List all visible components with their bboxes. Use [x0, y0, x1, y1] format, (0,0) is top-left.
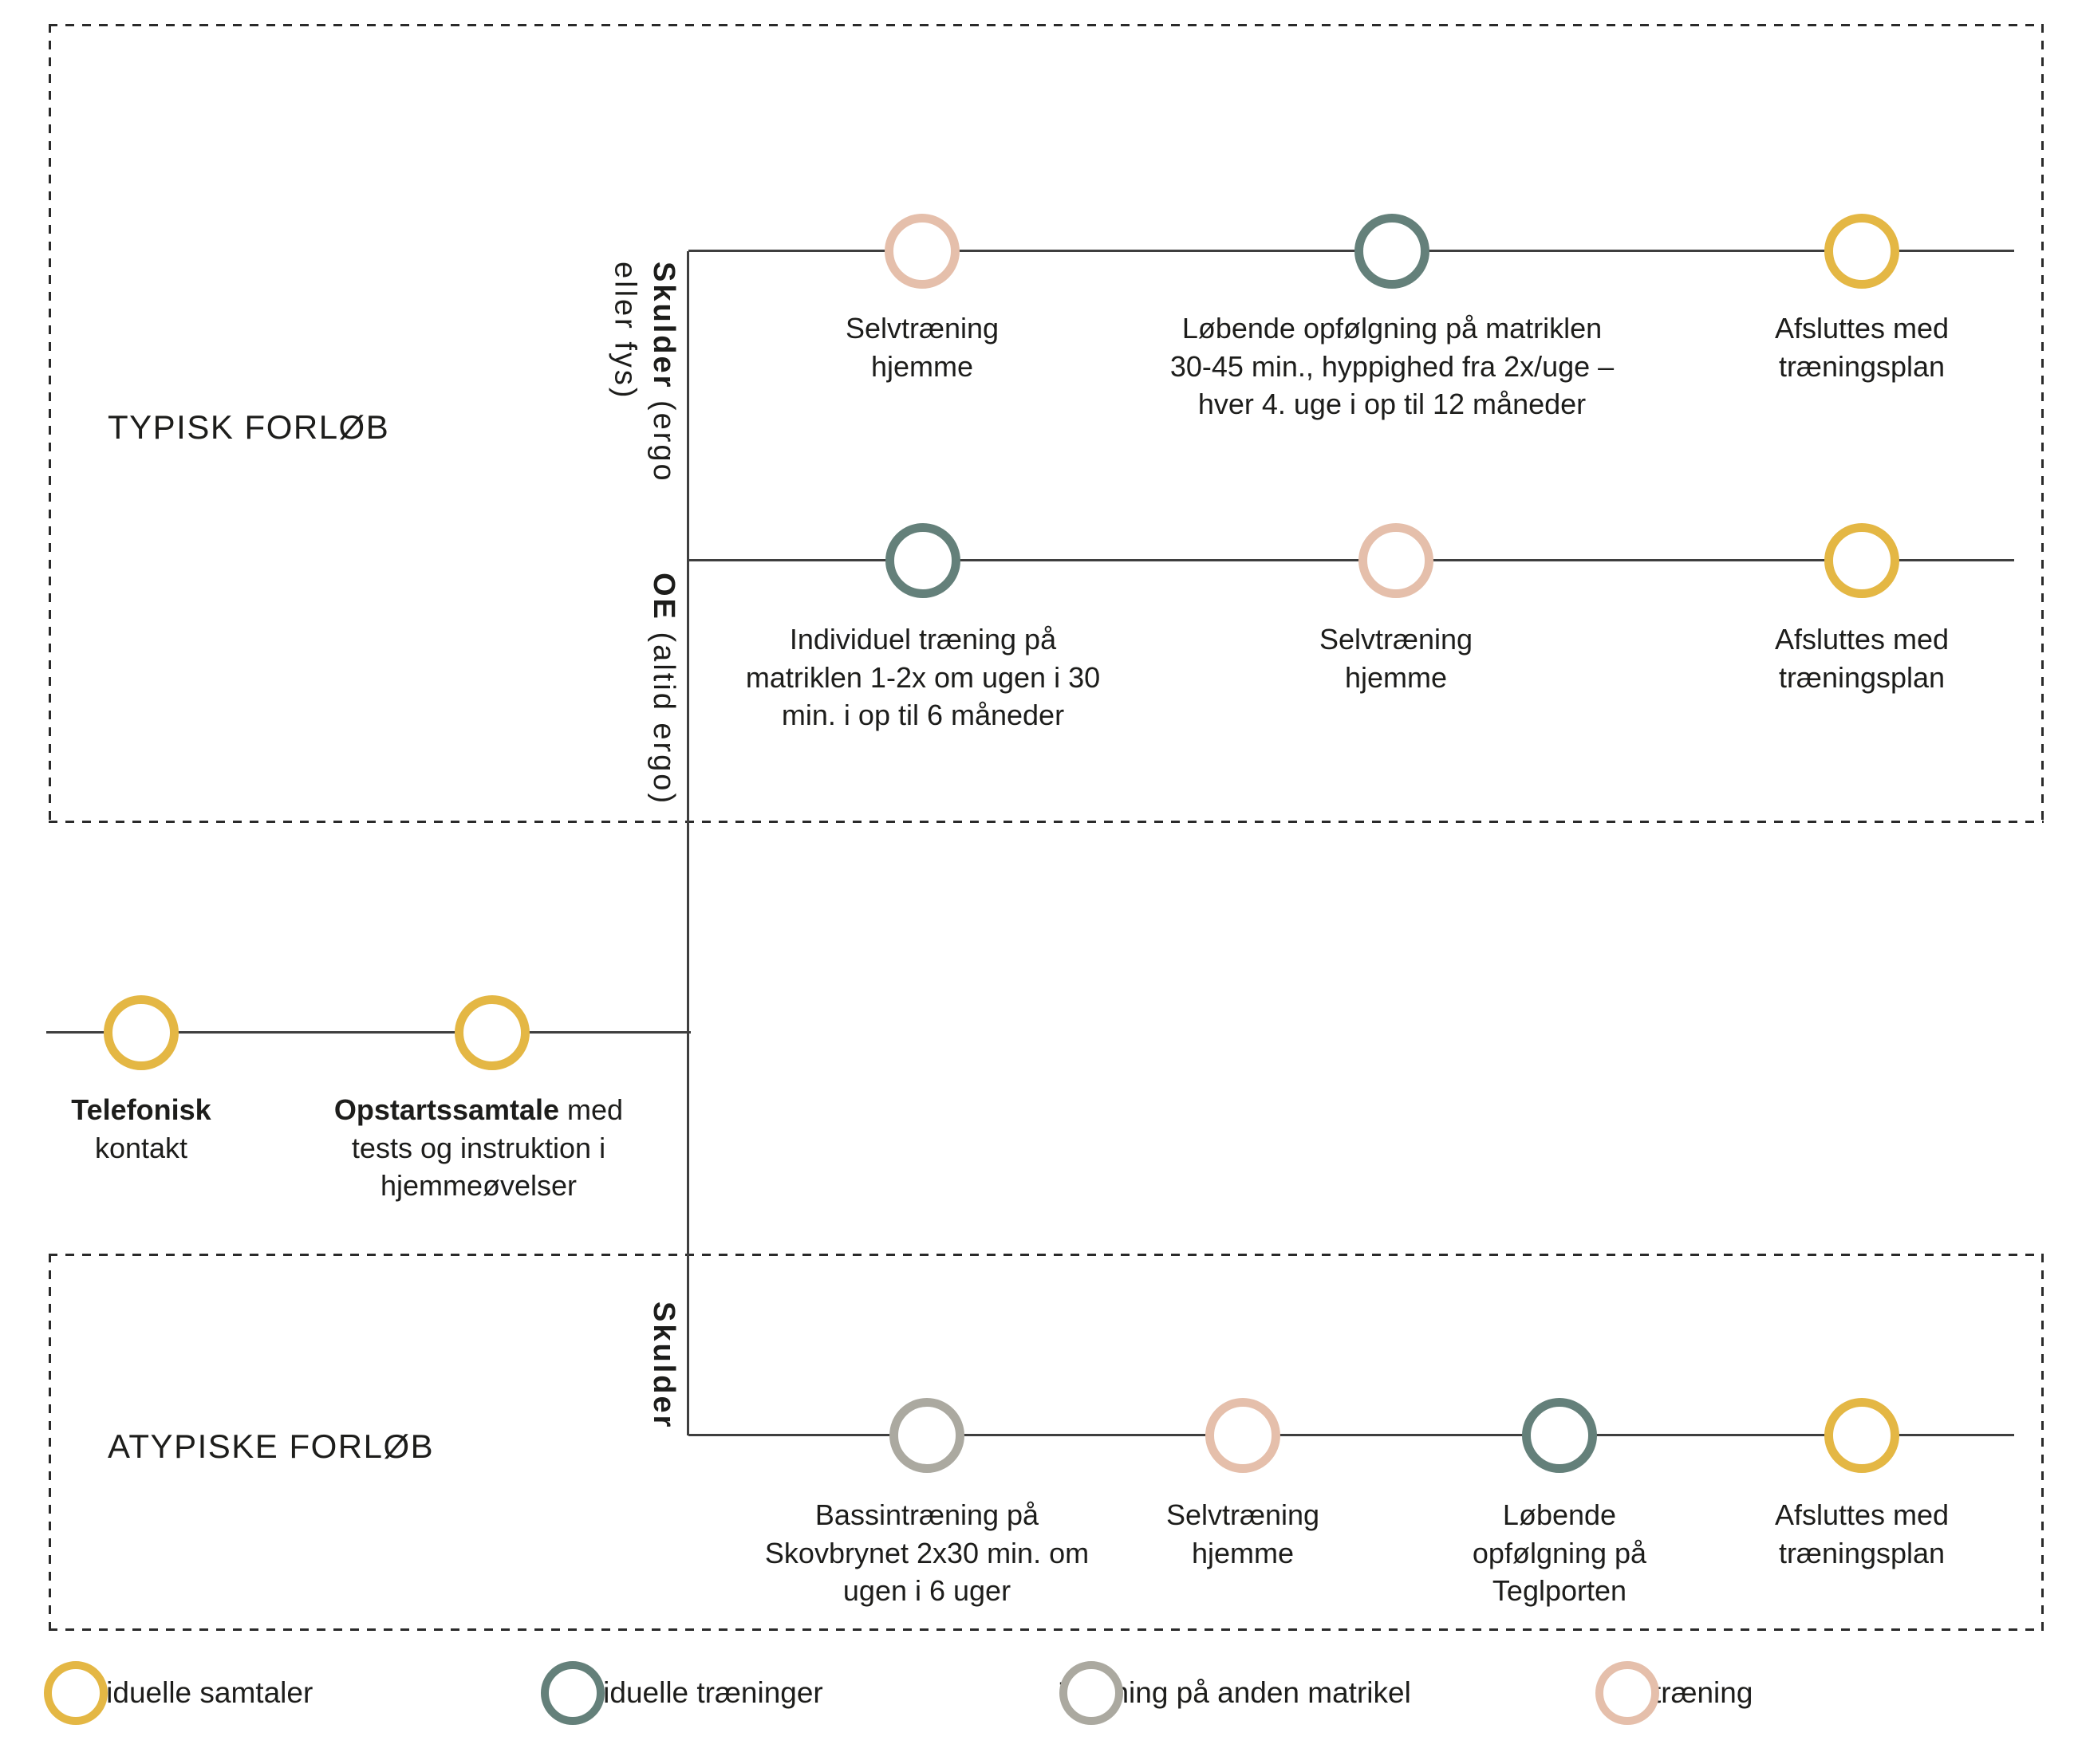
node-label: Opstartssamtale med tests og instruktion…	[334, 1091, 623, 1205]
node-label: Telefonisk kontakt	[71, 1091, 211, 1167]
node-circle-individuel-samtale	[1824, 1398, 1899, 1473]
node-label: Individuel træning på matriklen 1-2x om …	[745, 623, 1101, 732]
node-label-rest: kontakt	[94, 1131, 188, 1164]
node-label: Løbende opfølgning på matriklen 30-45 mi…	[1169, 312, 1615, 421]
legend-item-individuelle-samtaler: Individuelle samtaler	[44, 1661, 313, 1725]
timeline-oe-line	[688, 559, 2014, 561]
axis-label-rest: (altid ergo)	[647, 620, 680, 806]
node-label: Afsluttes med træningsplan	[1774, 1498, 1950, 1569]
node-circle-selvtraening	[1358, 523, 1433, 598]
node-circle-anden-matrikel	[889, 1398, 964, 1473]
atypical-box-border-right	[2041, 1254, 2044, 1631]
axis-label-bold: Skulder	[647, 262, 680, 390]
node-circle-individuel-samtale	[1824, 214, 1899, 289]
legend-item-individuelle-traeninger: Individuelle træninger	[541, 1661, 823, 1725]
node-label: Selvtræning hjemme	[1165, 1498, 1320, 1569]
typical-section-title: TYPISK FORLØB	[108, 408, 390, 446]
legend-item-traening-anden-matrikel: Træning på anden matrikel	[1059, 1661, 1411, 1725]
node-label-rest: med tests og instruktion i hjemmeøvelser	[351, 1093, 624, 1203]
node-label-bold: Telefonisk	[71, 1093, 211, 1126]
timeline-atypical-line	[688, 1434, 2014, 1436]
legend-circle-teal	[541, 1661, 605, 1725]
atypical-box-border-top	[49, 1254, 2044, 1256]
axis-label-bold: Skulder	[647, 1301, 680, 1430]
node-label: Selvtræning hjemme	[1319, 623, 1473, 694]
axis-label-bold: OE	[647, 573, 680, 621]
node-label: Afsluttes med træningsplan	[1774, 623, 1950, 694]
atypical-box-border-left	[49, 1254, 51, 1631]
legend-circle-gray	[1059, 1661, 1123, 1725]
node-circle-individuel-samtale	[104, 995, 179, 1070]
typical-box-border-top	[49, 24, 2044, 26]
node-circle-individuel-traening	[1354, 214, 1429, 289]
node-label-bold: Opstartssamtale	[333, 1093, 560, 1126]
node-label: Selvtræning hjemme	[845, 312, 1000, 383]
node-circle-selvtraening	[885, 214, 960, 289]
timeline-skulder-ergo-line	[688, 250, 2014, 252]
node-label: Løbende opfølgning på Teglporten	[1472, 1498, 1647, 1608]
node-circle-individuel-samtale	[1824, 523, 1899, 598]
timeline-intro-line	[46, 1031, 691, 1034]
node-circle-selvtraening	[1205, 1398, 1280, 1473]
legend-circle-yellow	[44, 1661, 108, 1725]
axis-label-oe: OE (altid ergo)	[644, 573, 683, 805]
node-label: Bassintræning på Skovbrynet 2x30 min. om…	[764, 1498, 1090, 1608]
node-circle-individuel-samtale	[455, 995, 530, 1070]
typical-box-border-right	[2041, 24, 2044, 823]
node-label: Afsluttes med træningsplan	[1774, 312, 1950, 383]
node-circle-individuel-traening	[1522, 1398, 1597, 1473]
branch-connector-line	[687, 251, 689, 1435]
typical-box-border-left	[49, 24, 51, 823]
axis-label-skulder-ergo: Skulder (ergo eller fys)	[605, 262, 683, 483]
node-circle-individuel-traening	[885, 523, 960, 598]
legend-circle-pink	[1595, 1661, 1659, 1725]
typical-box-border-bottom	[49, 821, 2044, 823]
axis-label-rest: (ergo eller fys)	[608, 262, 680, 483]
atypical-section-title: ATYPISKE FORLØB	[108, 1427, 435, 1465]
legend-item-selvtraening: Selvtræning	[1595, 1661, 1753, 1725]
axis-label-skulder-atypical: Skulder	[644, 1301, 683, 1429]
atypical-box-border-bottom	[49, 1628, 2044, 1631]
